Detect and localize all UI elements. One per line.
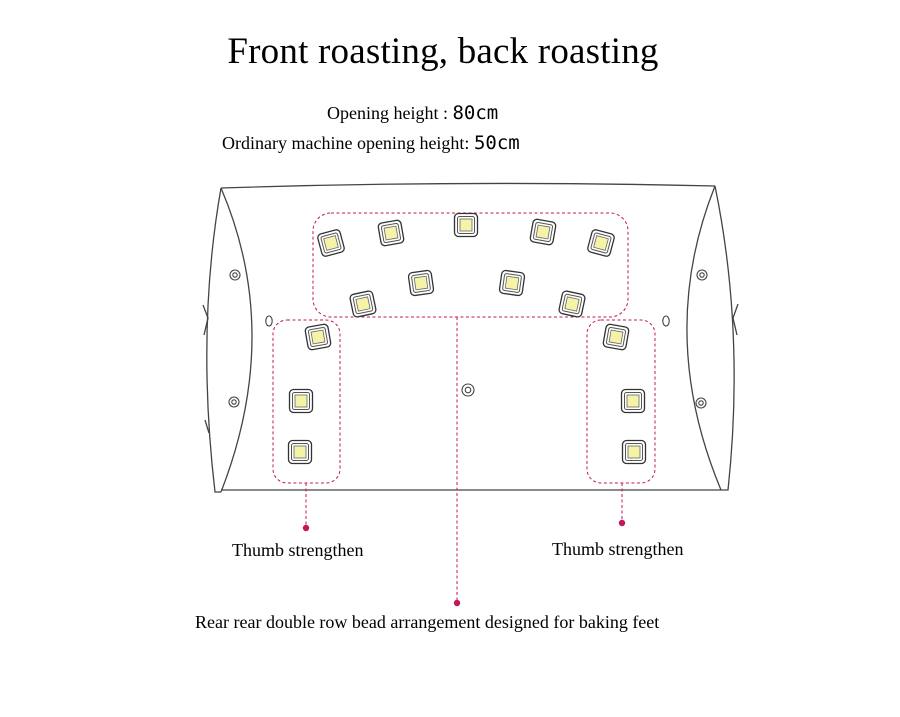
led-bead-icon	[407, 269, 435, 297]
screw-icon	[461, 383, 475, 397]
led-bead-icon	[317, 229, 345, 257]
opening-height-value: 80cm	[452, 102, 499, 124]
led-bead-icon	[288, 388, 314, 414]
led-bead-icon	[621, 439, 647, 465]
slot-hole	[265, 315, 273, 327]
callout-dot-left	[302, 524, 310, 532]
led-bead-icon	[587, 229, 615, 257]
opening-height-spec: Opening height : 80cm	[327, 102, 498, 124]
callout-leaders	[305, 317, 623, 600]
screw-icon	[228, 396, 240, 408]
led-beads	[287, 212, 647, 465]
screw-icon	[696, 269, 708, 281]
led-bead-icon	[498, 269, 526, 297]
lamp-body	[202, 182, 739, 493]
ordinary-opening-height-label: Ordinary machine opening height:	[222, 133, 470, 153]
led-bead-icon	[620, 388, 646, 414]
screw-icon	[695, 397, 707, 409]
led-bead-icon	[602, 323, 630, 351]
led-bead-icon	[304, 323, 332, 351]
right-thumb-region	[586, 319, 656, 484]
screw-holes	[228, 269, 708, 409]
lamp-right-cap	[686, 185, 722, 491]
screw-icon	[229, 269, 241, 281]
led-bead-icon	[287, 439, 313, 465]
ordinary-opening-height-value: 50cm	[473, 132, 520, 154]
callout-dot-right	[618, 519, 626, 527]
led-bead-icon	[453, 212, 479, 238]
ordinary-opening-height-spec: Ordinary machine opening height: 50cm	[222, 132, 520, 154]
led-bead-icon	[349, 290, 377, 318]
callout-label-right: Thumb strengthen	[552, 539, 684, 559]
callout-dot-bottom	[453, 599, 461, 607]
opening-height-label: Opening height :	[327, 103, 448, 123]
callout-label-left: Thumb strengthen	[232, 540, 364, 560]
slot-hole	[662, 315, 670, 327]
led-bead-icon	[529, 218, 557, 246]
lamp-left-cap	[220, 187, 253, 493]
callout-label-bottom: Rear rear double row bead arrangement de…	[195, 612, 660, 632]
led-bead-icon	[558, 290, 586, 318]
led-bead-icon	[377, 219, 405, 247]
page-title: Front roasting, back roasting	[227, 31, 659, 72]
lamp-top-edge	[220, 182, 716, 189]
